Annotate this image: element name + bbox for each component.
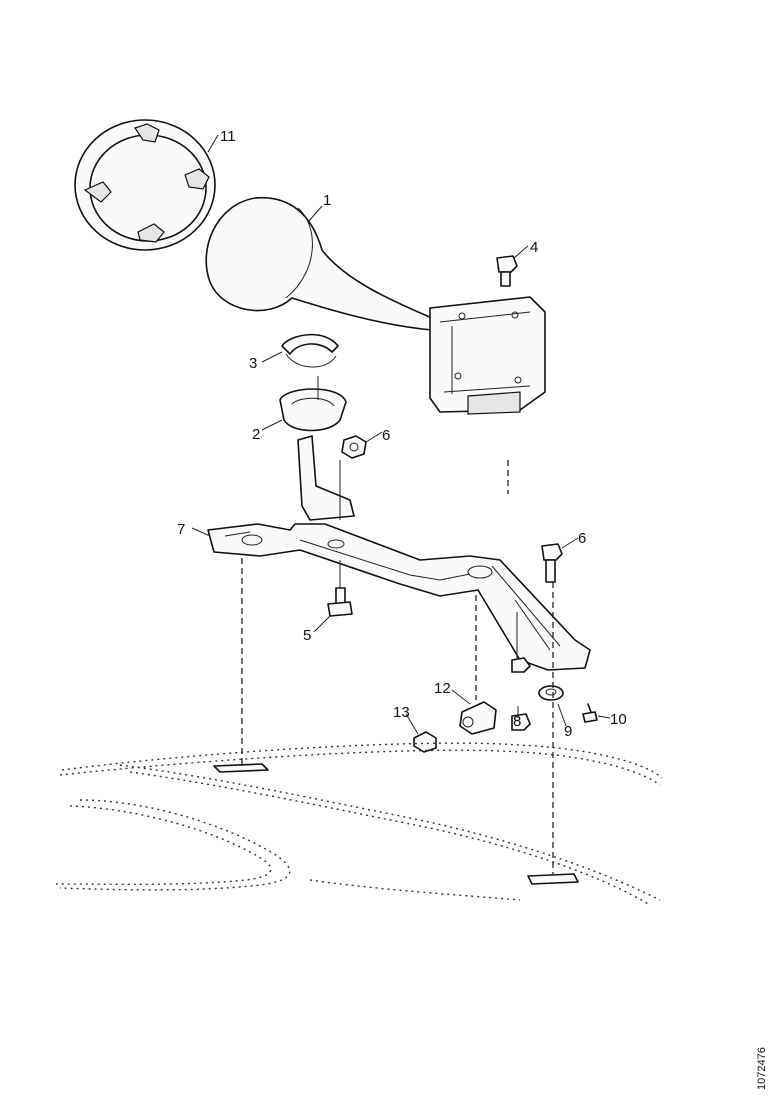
nut-part-6-upper	[341, 435, 367, 459]
callout-9: 9	[564, 723, 572, 740]
washer-part-9	[538, 685, 564, 701]
bolt-part-4	[496, 255, 518, 287]
connector-part-12	[459, 701, 497, 735]
callout-6-right: 6	[578, 530, 586, 547]
callout-12: 12	[434, 680, 451, 697]
support-bracket-part-7	[207, 523, 591, 671]
callout-8: 8	[513, 713, 521, 730]
leader-lines	[191, 134, 611, 735]
callout-7: 7	[177, 521, 185, 538]
document-id: 1072476	[756, 1047, 768, 1090]
bolt-part-5	[327, 587, 353, 617]
callout-10: 10	[610, 711, 627, 728]
horn-part-1	[205, 196, 546, 415]
callout-3: 3	[249, 355, 257, 372]
callout-1: 1	[323, 192, 331, 209]
clip-ring-part-3	[281, 333, 339, 368]
callout-4: 4	[530, 239, 538, 256]
bracket-part-2	[279, 388, 355, 521]
callout-5: 5	[303, 627, 311, 644]
callout-13: 13	[393, 704, 410, 721]
nut-part-13	[413, 731, 437, 753]
callout-6-upper: 6	[382, 427, 390, 444]
callout-11: 11	[220, 128, 236, 145]
screw-part-10	[582, 703, 598, 723]
vehicle-body-panel	[55, 742, 663, 906]
callout-2: 2	[252, 426, 260, 443]
bolt-part-6-right	[541, 543, 563, 583]
trim-ring-part-11	[74, 119, 216, 251]
alignment-guides	[241, 376, 554, 874]
nut-part-8	[511, 657, 531, 731]
